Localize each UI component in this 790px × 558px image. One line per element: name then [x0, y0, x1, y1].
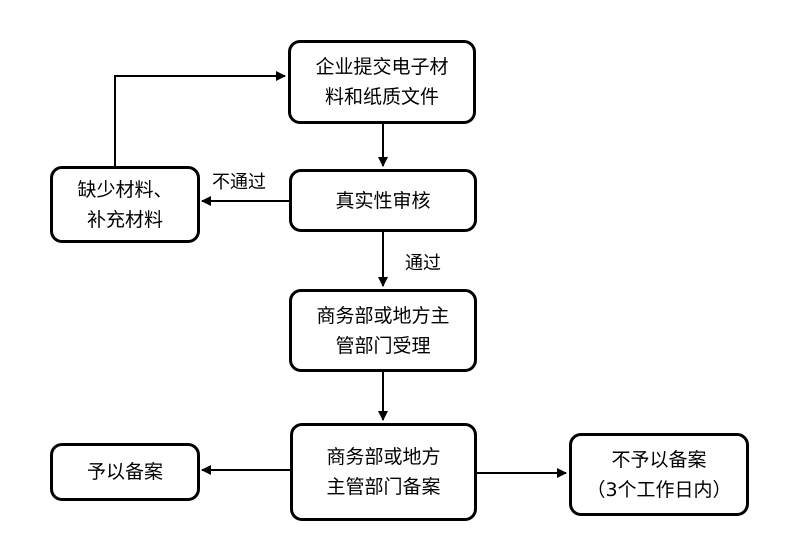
node-text-line: 企业提交电子材 [315, 56, 449, 78]
node-text-line: 料和纸质文件 [324, 86, 439, 108]
approve-record-node: 予以备案 [50, 443, 200, 501]
node-text-line: 管部门受理 [335, 334, 431, 357]
node-text-line: 商务部或地方 [326, 446, 441, 468]
node-text-line: 主管部门备案 [326, 476, 441, 498]
authenticity-review-node: 真实性审核 [289, 169, 477, 232]
arrow-supplement-to-submit [114, 71, 286, 166]
node-text-line: 补充材料 [86, 208, 163, 231]
submit-materials-node: 企业提交电子材 料和纸质文件 [288, 40, 476, 124]
edge-label-fail: 不通过 [212, 172, 266, 193]
node-text-line: 予以备案 [86, 461, 163, 483]
reject-record-node: 不予以备案 （3个工作日内） [569, 433, 749, 516]
node-text-line: （3个工作日内） [586, 478, 732, 501]
edge-label-pass: 通过 [405, 253, 441, 274]
record-node: 商务部或地方 主管部门备案 [290, 423, 477, 521]
supplement-materials-node: 缺少材料、 补充材料 [50, 166, 200, 243]
node-text-line: 商务部或地方主 [316, 304, 450, 327]
accept-node: 商务部或地方主 管部门受理 [289, 289, 477, 372]
node-text-line: 真实性审核 [335, 189, 431, 212]
node-text-line: 不予以备案 [611, 448, 707, 471]
node-text-line: 缺少材料、 [77, 178, 173, 201]
